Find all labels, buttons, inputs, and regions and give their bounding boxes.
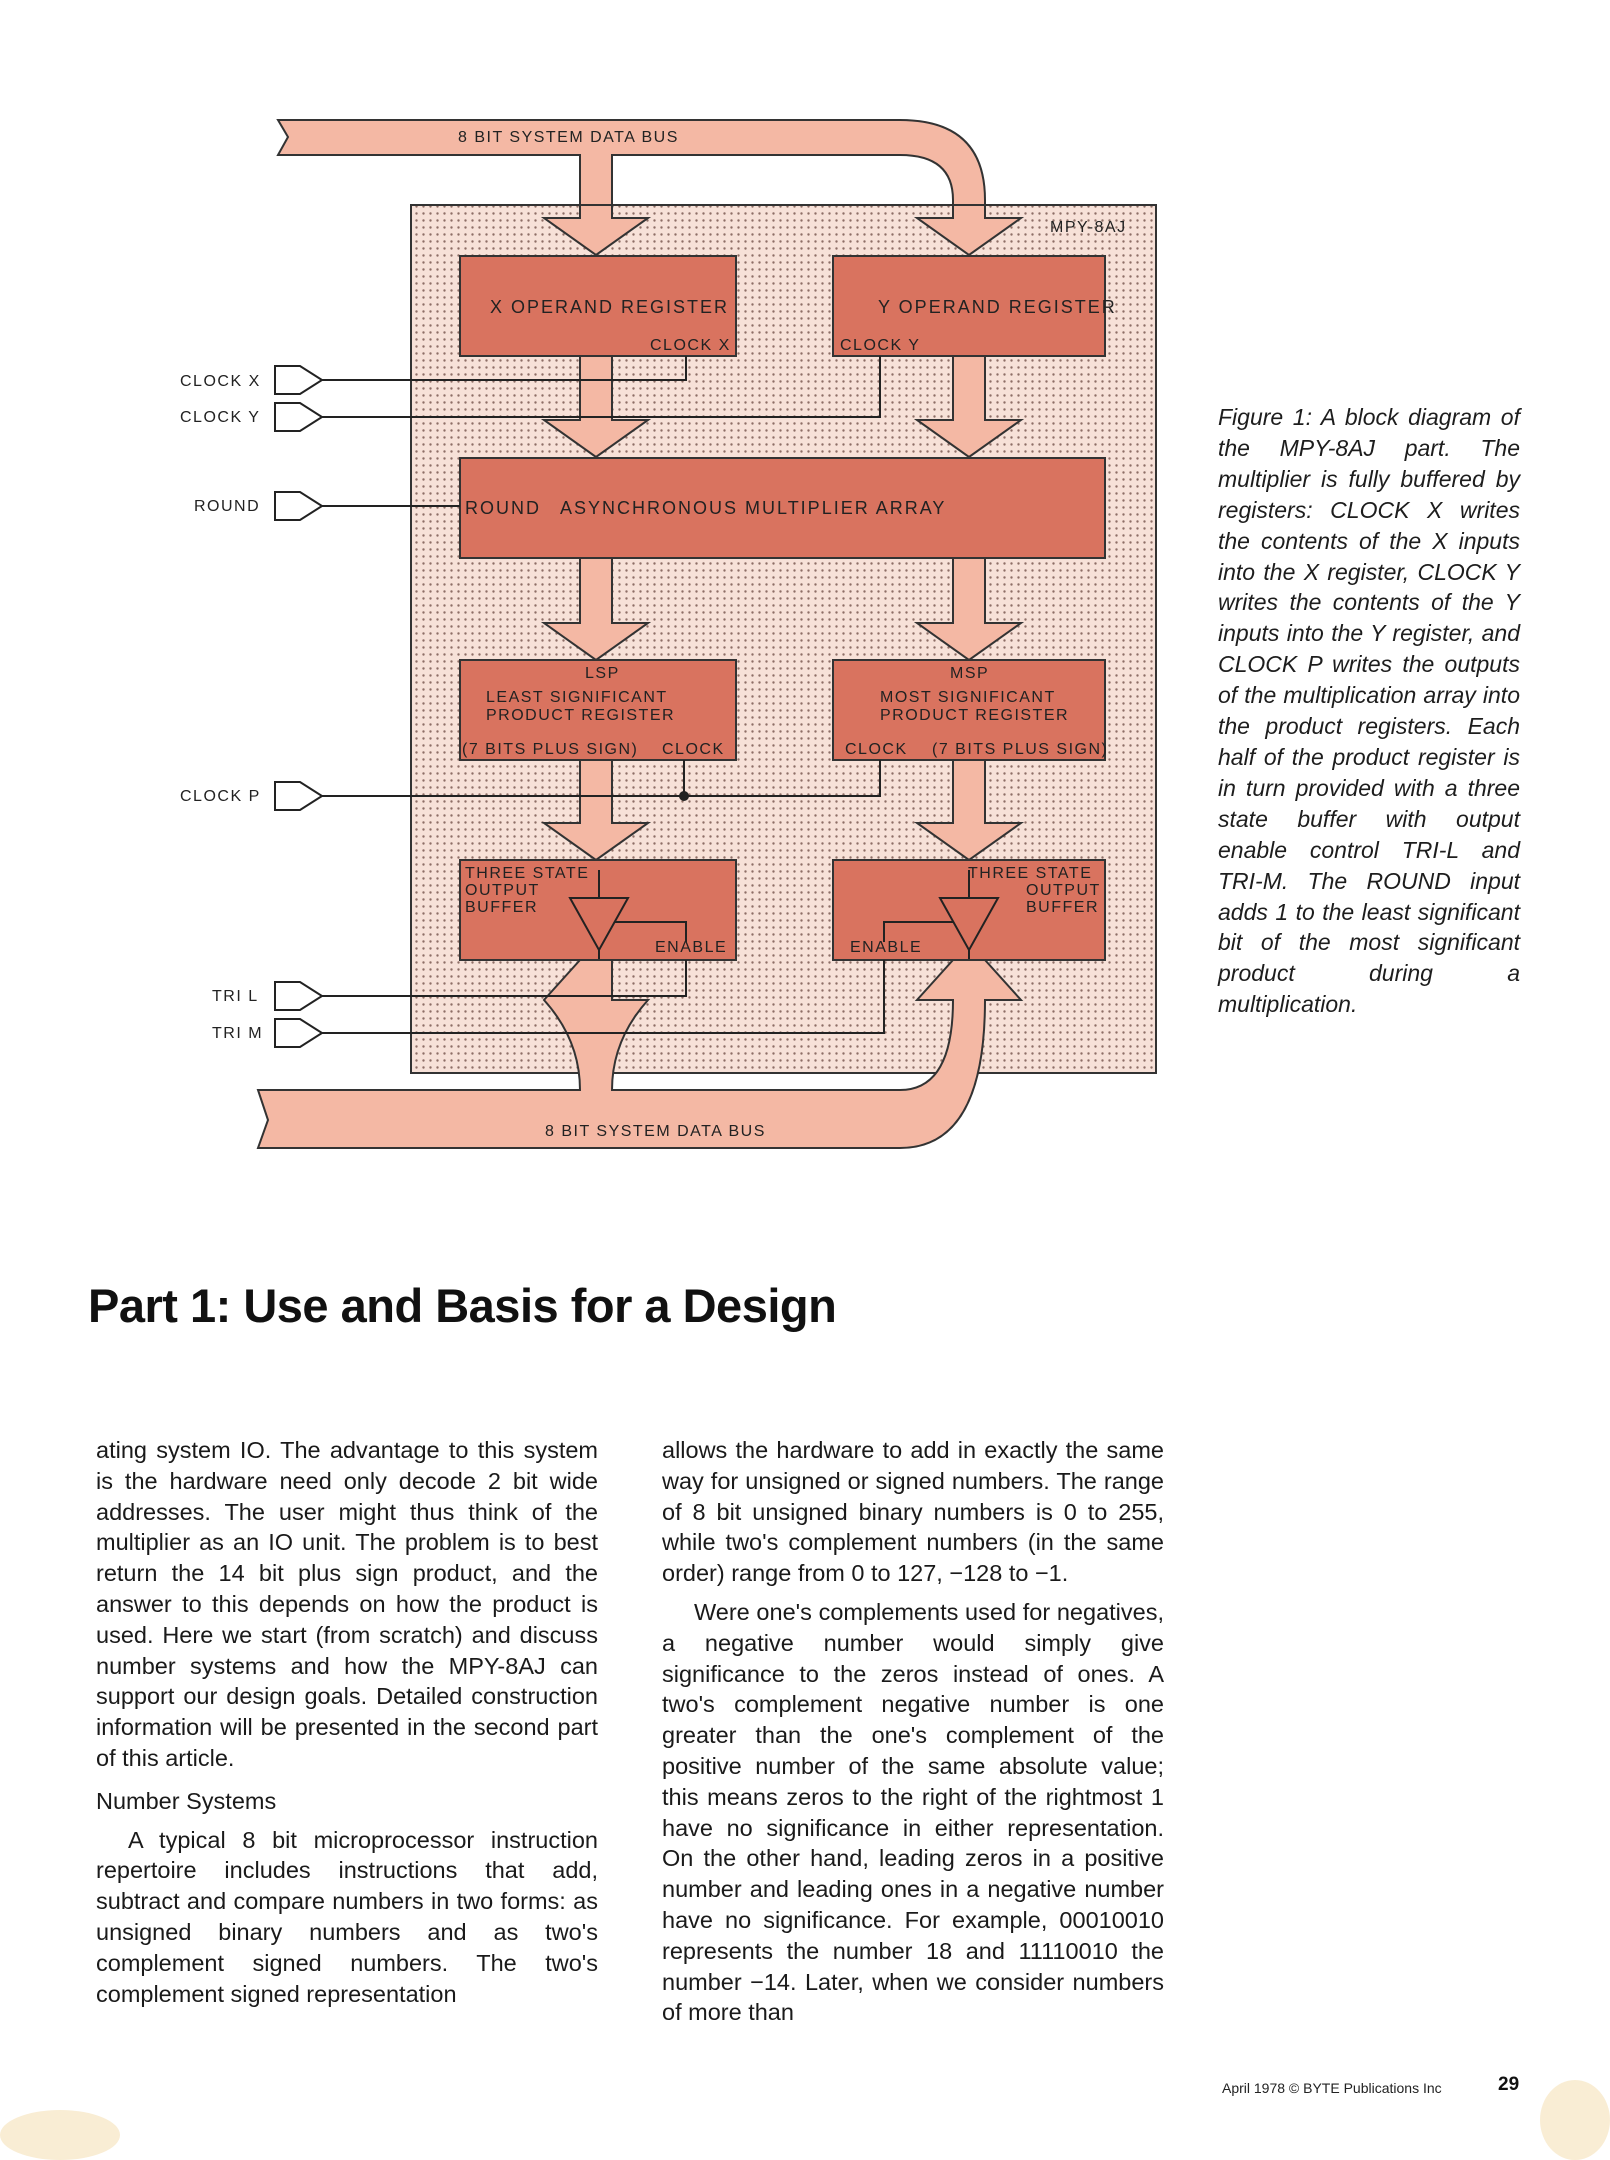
msp-bits: (7 BITS PLUS SIGN) xyxy=(932,741,1108,758)
article-headline: Part 1: Use and Basis for a Design xyxy=(88,1279,837,1332)
paper-stain-bottom-left xyxy=(0,2110,120,2160)
arrow-x-to-mult xyxy=(540,355,652,459)
lsp-register xyxy=(459,659,737,761)
pin-clock-p xyxy=(274,781,324,811)
input-clock-x-label: CLOCK X xyxy=(180,373,261,390)
chip-label: MPY-8AJ xyxy=(1050,219,1127,236)
y-operand-register xyxy=(832,255,1106,357)
msp-line1: MSP xyxy=(950,665,989,682)
bottom-data-bus xyxy=(256,959,1024,1149)
pin-clock-y xyxy=(274,402,324,432)
buf-left-line2: OUTPUT xyxy=(465,882,540,899)
input-clock-p-label: CLOCK P xyxy=(180,788,261,805)
lsp-line1: LSP xyxy=(585,665,620,682)
input-round-label: ROUND xyxy=(194,498,260,515)
multiplier-array xyxy=(459,457,1106,559)
paper-stain-bottom-right xyxy=(1540,2080,1610,2160)
lsp-line2: LEAST SIGNIFICANT xyxy=(486,689,668,706)
lsp-clock: CLOCK xyxy=(662,741,725,758)
left-paragraph-2: A typical 8 bit microprocessor instructi… xyxy=(96,1826,598,2007)
figure-caption: Figure 1: A block diagram of the MPY-8AJ… xyxy=(1218,404,1520,1018)
arrow-bus-to-y xyxy=(913,204,1025,257)
arrow-y-to-mult xyxy=(913,355,1025,459)
arrow-bus-to-x xyxy=(540,204,652,257)
input-clock-y-label: CLOCK Y xyxy=(180,409,260,426)
arrow-lsp-to-buffer xyxy=(540,759,652,862)
subheading-number-systems: Number Systems xyxy=(96,1787,277,1814)
x-operand-register xyxy=(459,255,737,357)
input-tri-l-label: TRI L xyxy=(212,988,259,1005)
arrow-msp-to-buffer xyxy=(913,759,1025,862)
right-paragraph-1: allows the hardware to add in exactly th… xyxy=(662,1437,1164,1587)
right-paragraph-2: Were one's complements used for negative… xyxy=(662,1598,1164,2026)
x-reg-title: X OPERAND REGISTER xyxy=(490,297,729,317)
arrow-mult-to-lsp xyxy=(540,557,652,662)
buf-right-line2: OUTPUT xyxy=(1026,882,1101,899)
top-bus-label: 8 BIT SYSTEM DATA BUS xyxy=(458,129,679,146)
y-reg-clock: CLOCK Y xyxy=(840,337,920,354)
buf-left-line1: THREE STATE xyxy=(465,865,589,882)
mult-title: ASYNCHRONOUS MULTIPLIER ARRAY xyxy=(560,498,946,518)
buf-right-enable: ENABLE xyxy=(850,939,922,956)
pin-tri-m xyxy=(274,1018,324,1048)
mult-round: ROUND xyxy=(465,498,541,518)
lsp-line3: PRODUCT REGISTER xyxy=(486,707,675,724)
column-left: ating system IO. The advantage to this s… xyxy=(96,1435,598,2009)
msp-register xyxy=(832,659,1106,761)
lsp-bits: (7 BITS PLUS SIGN) xyxy=(462,741,638,758)
pin-clock-x xyxy=(274,365,324,395)
left-paragraph-1: ating system IO. The advantage to this s… xyxy=(96,1437,598,1771)
pin-tri-l xyxy=(274,981,324,1011)
msp-line2: MOST SIGNIFICANT xyxy=(880,689,1056,706)
buf-right-line1: THREE STATE xyxy=(968,865,1092,882)
msp-line3: PRODUCT REGISTER xyxy=(880,707,1069,724)
pin-round xyxy=(274,491,324,521)
bottom-bus-label: 8 BIT SYSTEM DATA BUS xyxy=(545,1123,766,1140)
footer-credit: April 1978 © BYTE Publications Inc xyxy=(1222,2080,1442,2096)
buf-right-line3: BUFFER xyxy=(1026,899,1099,916)
page-number: 29 xyxy=(1498,2074,1520,2095)
buf-left-enable: ENABLE xyxy=(655,939,727,956)
x-reg-clock: CLOCK X xyxy=(650,337,731,354)
arrow-mult-to-msp xyxy=(913,557,1025,662)
msp-clock: CLOCK xyxy=(845,741,908,758)
column-right: allows the hardware to add in exactly th… xyxy=(662,1435,1164,2028)
top-data-bus xyxy=(276,119,986,206)
buf-left-line3: BUFFER xyxy=(465,899,538,916)
block-diagram: MPY-8AJ 8 BIT SYSTEM DATA BUS X OPERAND … xyxy=(180,119,1157,1149)
input-tri-m-label: TRI M xyxy=(212,1025,263,1042)
y-reg-title: Y OPERAND REGISTER xyxy=(878,297,1117,317)
